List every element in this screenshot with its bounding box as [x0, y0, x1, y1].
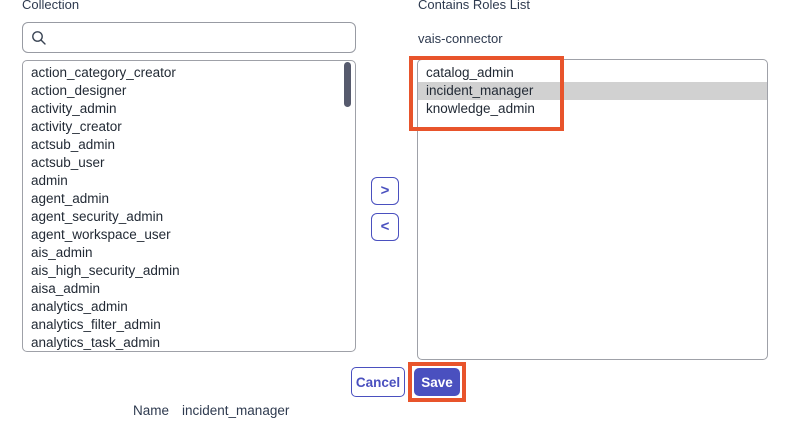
name-value: incident_manager — [182, 403, 290, 418]
roles-list-item[interactable]: catalog_admin — [426, 65, 514, 80]
collection-list-item[interactable]: analytics_task_admin — [31, 335, 161, 350]
roles-list-item[interactable]: knowledge_admin — [426, 101, 535, 116]
collection-list-item[interactable]: admin — [31, 173, 68, 188]
name-label: Name — [133, 403, 170, 418]
save-annotation-box: Save — [408, 362, 466, 402]
collection-list-item[interactable]: activity_admin — [31, 101, 117, 116]
add-role-button[interactable]: > — [371, 177, 399, 205]
collection-search-input[interactable] — [53, 30, 347, 45]
contains-roles-list-label: Contains Roles List — [418, 0, 530, 12]
collection-list-item[interactable]: ais_admin — [31, 245, 93, 260]
collection-list-item[interactable]: analytics_admin — [31, 299, 128, 314]
collection-list-item[interactable]: agent_security_admin — [31, 209, 164, 224]
collection-list-item[interactable]: action_designer — [31, 83, 127, 98]
collection-list-item[interactable]: ais_high_security_admin — [31, 263, 180, 278]
collection-list-item[interactable]: action_category_creator — [31, 65, 176, 80]
roles-list-item[interactable]: incident_manager — [418, 82, 767, 100]
collection-list-item[interactable]: analytics_filter_admin — [31, 317, 161, 332]
collection-list-item[interactable]: agent_admin — [31, 191, 110, 206]
remove-role-button[interactable]: < — [371, 213, 399, 241]
collection-search-box[interactable] — [22, 22, 356, 53]
collection-list-item[interactable]: aisa_admin — [31, 281, 101, 296]
collection-list-item[interactable]: agent_workspace_user — [31, 227, 171, 242]
collection-list-item[interactable]: activity_creator — [31, 119, 122, 134]
collection-list-item[interactable]: actsub_user — [31, 155, 105, 170]
collection-scrollbar-thumb[interactable] — [344, 62, 351, 107]
collection-label: Collection — [22, 0, 80, 12]
collection-list-item[interactable]: actsub_admin — [31, 137, 116, 152]
cancel-button[interactable]: Cancel — [351, 367, 405, 397]
search-icon — [32, 30, 46, 45]
save-button[interactable]: Save — [414, 368, 460, 396]
connector-name-text: vais-connector — [418, 31, 503, 46]
name-row: Name incident_manager — [133, 403, 289, 418]
